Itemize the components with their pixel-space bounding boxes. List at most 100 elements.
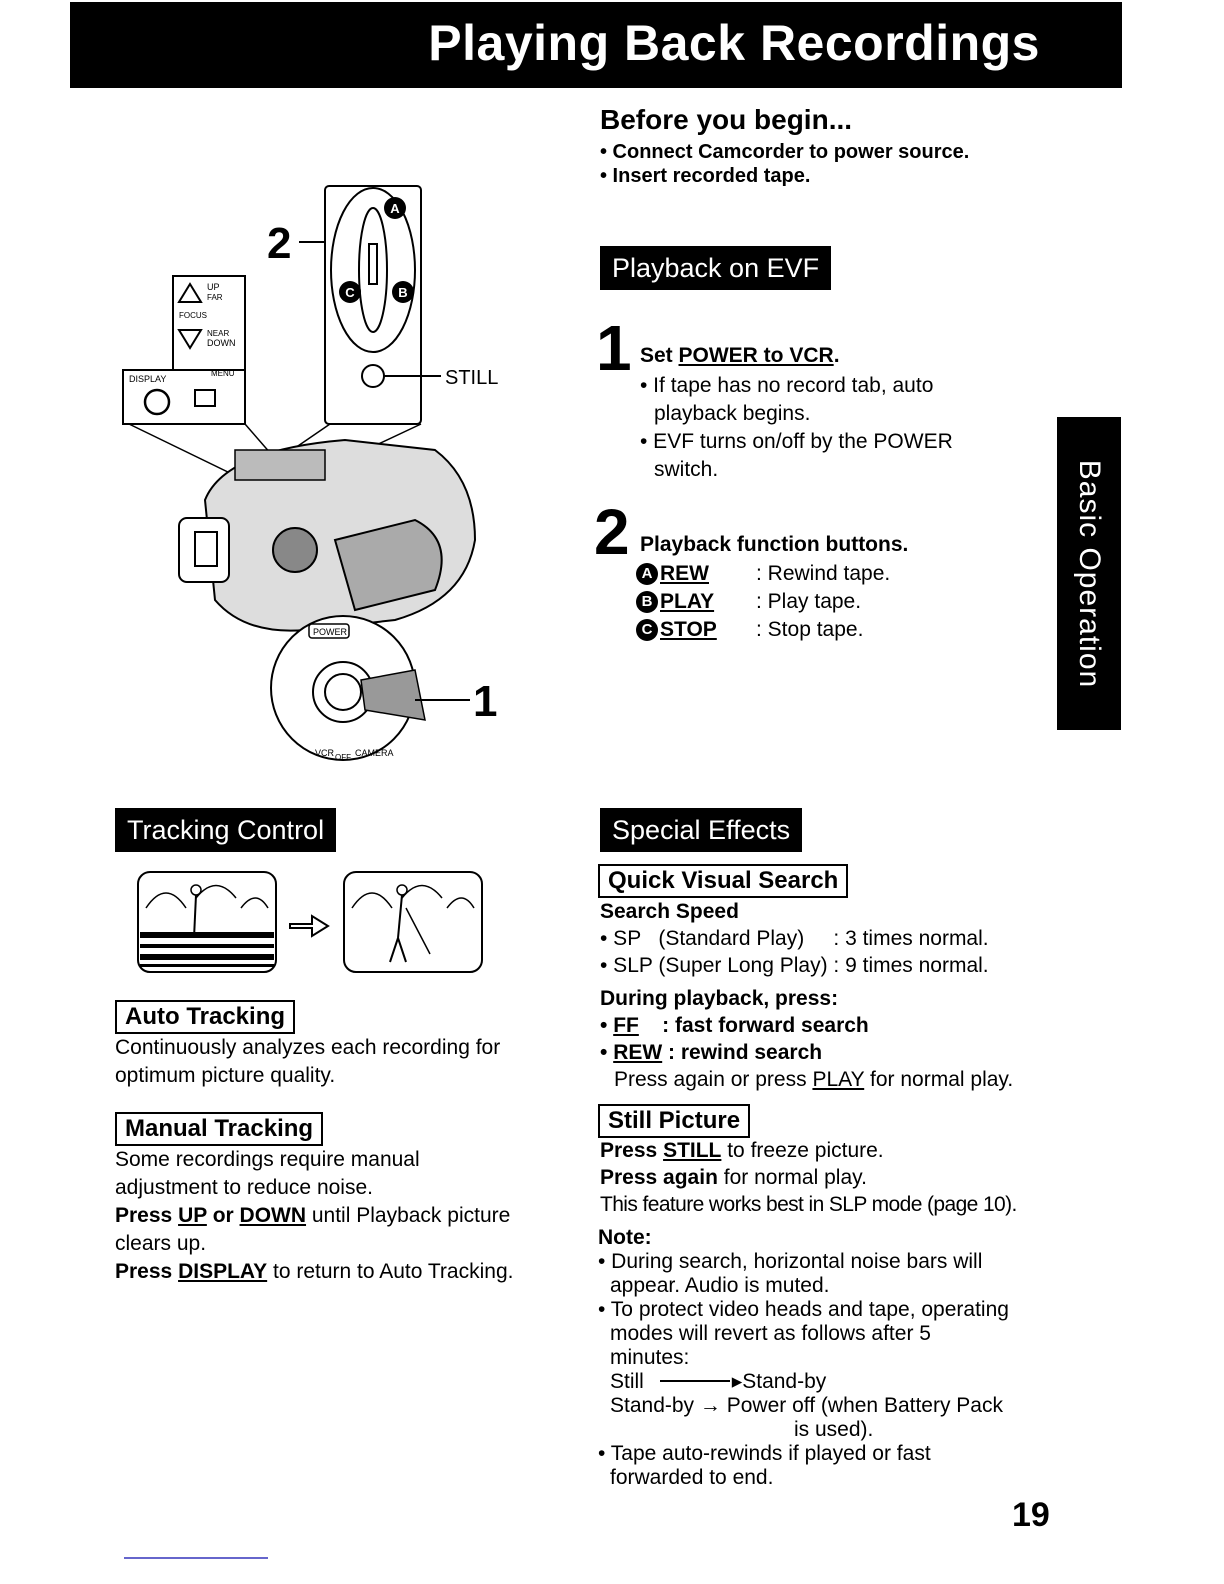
press-up-down: Press UP or DOWN until Playback picture [115, 1202, 513, 1230]
special-heading: Special Effects [600, 808, 803, 852]
playback-heading: Playback on EVF [600, 246, 832, 290]
note-5a: • Tape auto-rewinds if played or fast [598, 1442, 931, 1465]
qvs-heading: Quick Visual Search [598, 864, 849, 898]
press-disp-a: Press [115, 1260, 179, 1283]
note-still: Still [610, 1370, 644, 1393]
rew-desc: : rewind search [662, 1041, 823, 1064]
ff-desc: : fast forward search [638, 1014, 869, 1037]
auto-tracking-line-1: Continuously analyzes each recording for [115, 1036, 501, 1059]
step-1-bullet-1a: • If tape has no record tab, auto [640, 374, 934, 397]
button-b-icon: B [636, 591, 658, 613]
far-label: FAR [207, 293, 223, 302]
still-picture-heading: Still Picture [598, 1104, 751, 1138]
up-arrow-icon [177, 282, 203, 303]
display-label: DISPLAY [129, 374, 166, 384]
near-label: NEAR [207, 329, 229, 338]
auto-tracking-line-2: optimum picture quality. [115, 1064, 336, 1087]
special-text: Search Speed • SP (Standard Play) : 3 ti… [600, 898, 1013, 1093]
callout-2: 2 [267, 219, 291, 268]
footer-rule [124, 1557, 268, 1559]
tracking-heading: Tracking Control [115, 808, 337, 852]
note-heading: Note: [598, 1226, 652, 1249]
ff-key: FF [613, 1014, 639, 1037]
still1-c: to freeze picture. [721, 1139, 884, 1162]
ff-bullet: • [600, 1014, 614, 1037]
note-2a: • To protect video heads and tape, opera… [598, 1298, 1009, 1321]
button-c-icon: C [636, 619, 658, 641]
side-tab-label: Basic Operation [1073, 459, 1106, 688]
step-1-post: . [833, 344, 840, 367]
menu-label: MENU [211, 369, 235, 378]
manual-line-2: adjustment to reduce noise. [115, 1176, 373, 1199]
still-text: Press STILL to freeze picture. Press aga… [600, 1137, 1017, 1218]
slp-speed: • SLP (Super Long Play) : 9 times normal… [600, 954, 989, 977]
manual-tracking-text: Some recordings require manual adjustmen… [115, 1146, 513, 1286]
press-display: Press DISPLAY to return to Auto Tracking… [115, 1258, 513, 1286]
callout-1: 1 [473, 677, 497, 726]
vcr-label: VCR [315, 748, 335, 758]
step-2-title: Playback function buttons. [640, 533, 909, 556]
step-2-number: 2 [594, 496, 630, 568]
long-arrow-icon [659, 1380, 730, 1382]
before-item-power: • Connect Camcorder to power source. [600, 141, 970, 163]
note-1a: • During search, horizontal noise bars w… [598, 1250, 983, 1273]
step-1-bullet-1b: playback begins. [654, 402, 811, 425]
press-again-c: for normal play. [864, 1068, 1014, 1091]
sp-speed: • SP (Standard Play) : 3 times normal. [600, 927, 989, 950]
step-1-bullets: • If tape has no record tab, auto playba… [640, 372, 953, 484]
press-up-a: Press [115, 1204, 179, 1227]
before-heading: Before you begin... [600, 104, 853, 135]
arrow-right-icon [289, 914, 330, 938]
short-arrow-icon: → [699, 1394, 721, 1417]
button-b-icon [392, 281, 414, 303]
rew-key: REW [613, 1041, 663, 1064]
play-desc: : Play tape. [756, 590, 862, 613]
step-1-bullet-2a: • EVF turns on/off by the POWER [640, 430, 953, 453]
press-up-e: until Playback picture [306, 1204, 511, 1227]
play-label: PLAY [660, 590, 715, 613]
menu-button-icon [194, 389, 216, 407]
press-disp-c: to return to Auto Tracking. [267, 1260, 514, 1283]
button-a-label: A [390, 201, 400, 216]
display-button-icon [143, 388, 171, 416]
rew-search-row: • REW : rewind search [600, 1039, 1013, 1066]
rew-bullet: • [600, 1041, 614, 1064]
up-key: UP [178, 1204, 207, 1227]
button-a-icon: A [636, 563, 658, 585]
up-label: UP [207, 282, 220, 292]
power-label: POWER [313, 627, 348, 637]
rew-desc: : Rewind tape. [756, 562, 891, 585]
during-playback: During playback, press: [600, 987, 839, 1010]
press-again-a: Press again or press [614, 1068, 813, 1091]
rew-label: REW [660, 562, 709, 585]
note-1b: appear. Audio is muted. [610, 1274, 830, 1297]
note-still-row: Still ▸Stand-by [598, 1370, 1009, 1394]
page-number: 19 [1012, 1496, 1050, 1534]
button-a-icon [384, 197, 406, 219]
button-c-icon [339, 281, 361, 303]
auto-tracking-text: Continuously analyzes each recording for… [115, 1034, 500, 1090]
stop-desc: : Stop tape. [756, 618, 864, 641]
stop-label: STOP [660, 618, 717, 641]
side-tab: Basic Operation [1057, 417, 1121, 730]
note-5b: forwarded to end. [610, 1466, 774, 1489]
note-standby-2: Stand-by [610, 1394, 695, 1417]
camcorder-illustration: UP FAR FOCUS NEAR DOWN DISPLAY MENU A C … [122, 185, 498, 762]
step-1-title: Set POWER to VCR. [640, 342, 840, 370]
note-standby: Stand-by [742, 1370, 827, 1393]
off-label: OFF [335, 753, 351, 762]
note-power-off: Power off (when Battery Pack [726, 1394, 1003, 1417]
camera-label: CAMERA [355, 748, 394, 758]
still-label: STILL [445, 367, 498, 389]
play-key: PLAY [812, 1068, 865, 1091]
note-standby-row: Stand-by → Power off (when Battery Pack [598, 1394, 1009, 1418]
manual-tracking-heading: Manual Tracking [115, 1112, 324, 1146]
still2-b: for normal play. [717, 1166, 867, 1189]
title-bar: Playing Back Recordings [70, 2, 1122, 88]
still2-a: Press again [600, 1166, 718, 1189]
button-b-label: B [398, 285, 407, 300]
